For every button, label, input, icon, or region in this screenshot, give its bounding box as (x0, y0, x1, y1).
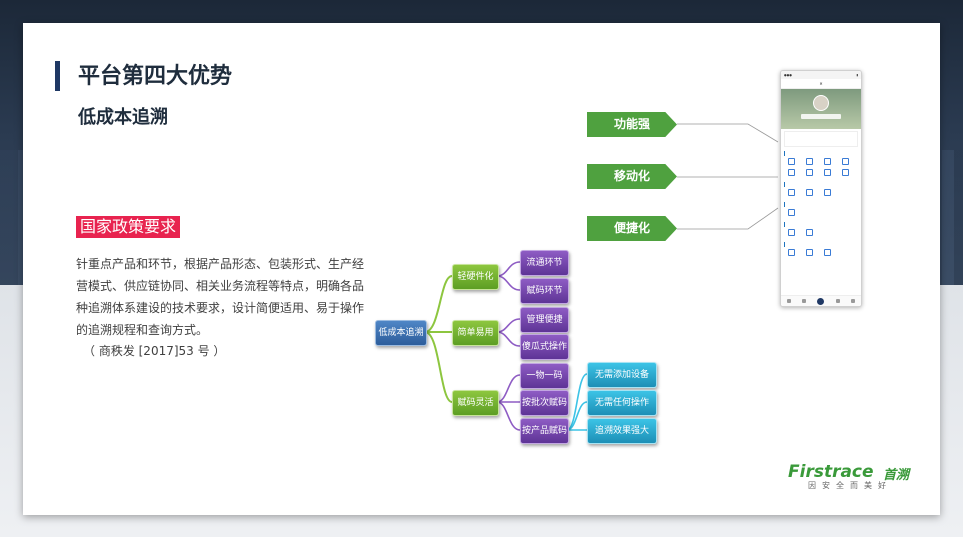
app-icon (784, 209, 798, 218)
leaf-connectors (566, 373, 588, 431)
brand-logo: Firstrace (788, 462, 874, 482)
phone-section (781, 220, 861, 240)
sub-node: 流通环节 (520, 250, 569, 276)
app-icon (838, 158, 852, 167)
app-icon (802, 249, 816, 258)
policy-tag: 国家政策要求 (76, 216, 181, 238)
tab-icon (786, 299, 791, 303)
phone-section (781, 180, 861, 200)
phone-status-bar: ●●●▮ (781, 71, 861, 79)
feature-connectors (677, 123, 779, 230)
app-icon (784, 169, 798, 178)
brand-logo-cn: 首溯 (883, 468, 910, 483)
policy-text: 针重点产品和环节，根据产品形态、包装形式、生产经营模式、供应链协同、相关业务流程… (76, 257, 365, 337)
leaf-node: 无需添加设备 (587, 362, 657, 388)
phone-tab-bar (781, 295, 861, 306)
app-icon (802, 229, 816, 238)
app-icon (820, 158, 834, 167)
sub-node: 按产品赋码 (520, 418, 569, 444)
sub-node: 傻瓜式操作 (520, 334, 569, 360)
tab-icon (835, 299, 840, 303)
policy-reference: （ 商秩发 [2017]53 号 ） (83, 344, 226, 358)
phone-section (781, 149, 861, 180)
sub-node: 管理便捷 (520, 307, 569, 333)
slide-title: 平台第四大优势 (78, 64, 233, 89)
branch-connectors (496, 261, 521, 431)
app-icon (784, 189, 798, 198)
slide-subtitle: 低成本追溯 (78, 107, 168, 128)
app-icon (802, 189, 816, 198)
app-icon (784, 249, 798, 258)
brand-slogan: 因安全而美好 (808, 481, 892, 490)
phone-header: ✕ (781, 79, 861, 89)
app-icon (802, 158, 816, 167)
phone-mockup: ●●●▮ ✕ (780, 70, 862, 307)
feature-arrow: 移动化 (587, 164, 677, 189)
branch-node: 赋码灵活 (452, 390, 499, 416)
app-icon (820, 249, 834, 258)
app-icon (784, 229, 798, 238)
mindmap-root: 低成本追溯 (375, 320, 427, 346)
leaf-node: 追溯效果强大 (587, 418, 657, 444)
tab-icon (802, 299, 807, 303)
app-icon (784, 158, 798, 167)
phone-user-info (801, 114, 841, 119)
title-accent-bar (55, 61, 60, 91)
sub-node: 赋码环节 (520, 278, 569, 304)
app-icon (802, 169, 816, 178)
branch-node: 轻硬件化 (452, 264, 499, 290)
phone-section (781, 240, 861, 260)
sub-node: 按批次赋码 (520, 390, 569, 416)
feature-arrow: 便捷化 (587, 216, 677, 241)
avatar (813, 95, 829, 111)
app-icon (820, 169, 834, 178)
root-connectors (424, 275, 453, 403)
sub-node: 一物一码 (520, 363, 569, 389)
scan-icon (817, 297, 825, 305)
feature-arrow: 功能强 (587, 112, 677, 137)
app-icon (820, 189, 834, 198)
app-icon (838, 169, 852, 178)
branch-node: 简单易用 (452, 320, 499, 346)
tab-icon (851, 299, 856, 303)
phone-notice-card (784, 131, 858, 147)
phone-banner-image (781, 89, 861, 129)
leaf-node: 无需任何操作 (587, 390, 657, 416)
phone-section (781, 200, 861, 220)
